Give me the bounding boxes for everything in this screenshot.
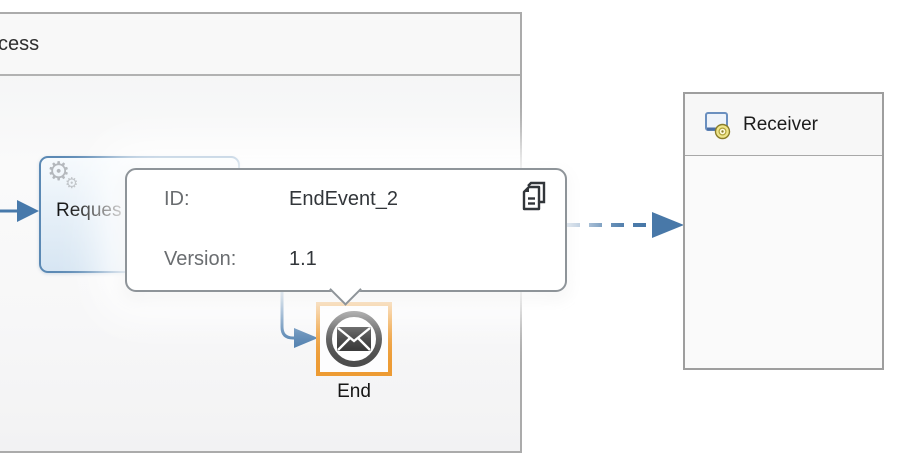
tooltip-id-row: ID: EndEvent_2 — [164, 184, 545, 214]
version-value: 1.1 — [289, 247, 317, 270]
version-label: Version: — [164, 247, 237, 270]
id-label: ID: — [164, 187, 190, 210]
envelope-icon — [337, 327, 371, 351]
receiver-participant[interactable]: Receiver — [683, 92, 884, 370]
id-version-tooltip: ID: EndEvent_2 Version: 1.1 — [125, 168, 567, 306]
task-label: Reques — [56, 200, 122, 221]
end-event[interactable] — [316, 302, 392, 376]
end-event-label: End — [337, 381, 371, 402]
id-value: EndEvent_2 — [289, 187, 398, 210]
system-icon — [705, 111, 731, 139]
end-event-symbol — [326, 311, 382, 367]
sequence-flow-into-task[interactable] — [0, 200, 39, 222]
copy-icon — [522, 181, 546, 211]
receiver-header[interactable]: Receiver — [685, 94, 882, 156]
receiver-label: Receiver — [743, 113, 818, 135]
sequence-flow-to-end[interactable] — [280, 290, 318, 348]
process-title: cess — [0, 32, 40, 55]
gear-small-icon: ⚙ — [65, 175, 79, 192]
process-header[interactable]: cess — [0, 14, 520, 76]
message-flow-to-receiver[interactable] — [567, 212, 684, 238]
copy-id-button[interactable] — [516, 180, 552, 216]
tooltip-version-row: Version: 1.1 — [164, 244, 545, 274]
gear-icon: ⚙ — [47, 156, 71, 186]
